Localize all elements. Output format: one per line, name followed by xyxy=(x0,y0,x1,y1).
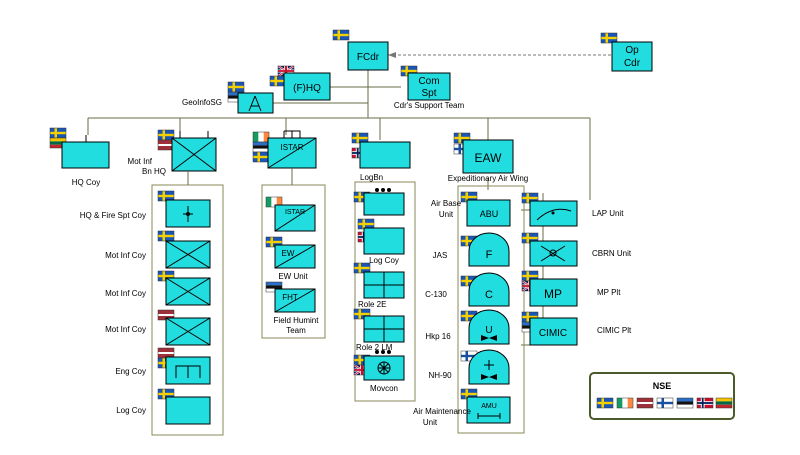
mp-unit: MP MP Plt xyxy=(521,270,621,307)
ew-symbol-label: EW xyxy=(282,249,295,258)
c130-unit: C C-130 xyxy=(425,272,510,307)
logbn-group: LogBn xyxy=(351,132,416,402)
field-humint-label-1: Field Humint xyxy=(274,316,320,325)
istar-unit-label: ISTAR xyxy=(285,209,305,216)
istar-group: ISTAR xyxy=(252,130,326,339)
legend-flag-lt xyxy=(715,397,733,409)
fcdr-unit: FCdr xyxy=(332,29,389,71)
abu-symbol-label: ABU xyxy=(480,209,499,219)
mot-inf-coy-2: Mot Inf Coy xyxy=(105,270,211,306)
mot-inf-bn-label-2: Bn HQ xyxy=(142,167,166,176)
air-base-label-2: Unit xyxy=(439,210,454,219)
hkp16-unit: U Hkp 16 xyxy=(425,309,510,345)
ew-unit: EW EW Unit xyxy=(265,236,316,281)
company-label: Log Coy xyxy=(116,406,146,415)
op-cdr-label-1: Op xyxy=(625,45,639,56)
jas-label: JAS xyxy=(433,251,448,260)
lap-label: LAP Unit xyxy=(592,209,624,218)
log-coy-unit: Log Coy xyxy=(357,218,405,265)
com-spt-unit: Com Spt Cdr's Support Team xyxy=(394,65,465,110)
fcdr-label: FCdr xyxy=(357,52,380,63)
cimic-unit: CIMIC CIMIC Plt xyxy=(521,311,632,346)
geoinfosg-label: GeoInfoSG xyxy=(182,98,222,107)
role-2lm-label: Role 2 LM xyxy=(356,343,393,352)
amu-unit: AMU Air Maintenance Unit xyxy=(413,388,511,427)
lap-unit: LAP Unit xyxy=(521,192,624,227)
nh90-unit: NH-90 xyxy=(428,349,510,385)
log-coy-bn: Log Coy xyxy=(116,388,211,425)
nse-legend-title: NSE xyxy=(653,381,672,391)
legend-flag-ee xyxy=(676,397,694,409)
geoinfosg-unit: GeoInfoSG xyxy=(182,81,274,114)
logbn-label: LogBn xyxy=(360,173,383,182)
cbrn-label: CBRN Unit xyxy=(592,249,632,258)
legend-flag-lv xyxy=(636,397,654,409)
cimic-label: CIMIC Plt xyxy=(597,326,632,335)
air-base-label-1: Air Base xyxy=(431,199,462,208)
eng-coy: Eng Coy xyxy=(115,347,211,385)
movcon-unit: Movcon xyxy=(353,350,405,393)
jas-letter: F xyxy=(486,249,493,261)
legend-flag-ie xyxy=(616,397,634,409)
company-label: Eng Coy xyxy=(115,367,146,376)
mot-inf-coy-3: Mot Inf Coy xyxy=(105,309,211,346)
com-spt-label-2: Spt xyxy=(421,88,436,99)
hq-coy-unit: HQ Coy xyxy=(49,127,110,187)
eaw-label: Expeditionary Air Wing xyxy=(448,174,528,183)
company-label: Mot Inf Coy xyxy=(105,325,146,334)
istar-unit: ISTAR xyxy=(265,196,316,232)
eaw-group: EAW Expeditionary Air Wing xyxy=(448,132,528,434)
company-label: HQ & Fire Spt Coy xyxy=(80,211,146,220)
eaw-symbol-label: EAW xyxy=(475,151,503,165)
movcon-label: Movcon xyxy=(370,384,398,393)
air-maint-label-1: Air Maintenance xyxy=(413,407,471,416)
jas-unit: F JAS xyxy=(433,232,510,267)
mot-inf-bn-label-1: Mot Inf xyxy=(128,157,153,166)
com-spt-label-1: Com xyxy=(418,76,439,87)
role-2e-label: Role 2E xyxy=(358,300,386,309)
nh90-label: NH-90 xyxy=(428,371,452,380)
cimic-symbol-label: CIMIC xyxy=(539,328,567,339)
company-label: Mot Inf Coy xyxy=(105,289,146,298)
hkp16-letter: U xyxy=(485,325,492,336)
company-label: Mot Inf Coy xyxy=(105,251,146,260)
op-cdr-label-2: Cdr xyxy=(624,58,641,69)
air-maint-label-2: Unit xyxy=(423,418,438,427)
log-coy-label: Log Coy xyxy=(369,256,399,265)
cdrs-support-team-label: Cdr's Support Team xyxy=(394,101,465,110)
fhq-label: (F)HQ xyxy=(293,83,321,94)
hq-fire-spt-coy: HQ & Fire Spt Coy xyxy=(80,190,211,228)
nse-legend: NSE xyxy=(589,372,735,420)
hkp16-label: Hkp 16 xyxy=(425,332,451,341)
abu-unit: ABU Air Base Unit xyxy=(431,191,511,227)
legend-flag-se xyxy=(596,397,614,409)
log-coy-sub xyxy=(353,188,405,216)
istar-header-label: ISTAR xyxy=(281,143,304,152)
hq-coy-label: HQ Coy xyxy=(72,178,100,187)
c130-letter: C xyxy=(485,289,493,301)
ew-unit-label: EW Unit xyxy=(278,272,308,281)
legend-flag-fi xyxy=(656,397,674,409)
cbrn-unit: CBRN Unit xyxy=(521,232,632,267)
op-cdr-unit: Op Cdr xyxy=(600,32,653,72)
role-2lm-unit: Role 2 LM xyxy=(353,308,405,352)
amu-symbol-label: AMU xyxy=(481,403,497,410)
fhq-unit: (F)HQ xyxy=(269,65,331,101)
mp-symbol-label: MP xyxy=(544,287,562,301)
role-2e-unit: Role 2E xyxy=(353,262,405,309)
field-humint-label-2: Team xyxy=(286,326,306,335)
c130-label: C-130 xyxy=(425,290,447,299)
legend-flag-no xyxy=(696,397,714,409)
mot-inf-bn: Mot Inf Bn HQ xyxy=(128,129,224,436)
mot-inf-coy-1: Mot Inf Coy xyxy=(105,230,211,269)
mp-label: MP Plt xyxy=(597,288,621,297)
field-humint-team: FHT Field Humint Team xyxy=(265,281,320,335)
fht-symbol-label: FHT xyxy=(282,293,298,302)
